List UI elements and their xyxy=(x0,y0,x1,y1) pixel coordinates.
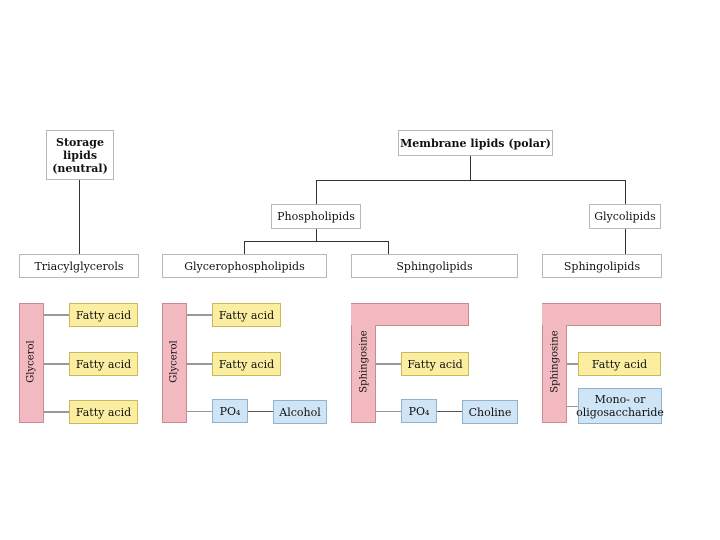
fatty-acid-2a: Fatty acid xyxy=(212,303,281,327)
sphingosine-backbone-4-horiz xyxy=(542,303,661,326)
oligosaccharide-box: Mono- or oligosaccharide xyxy=(576,388,664,424)
glycerol-label-2: Glycerol xyxy=(168,340,180,383)
sphingolipids-glyco-box: Sphingolipids xyxy=(542,254,662,278)
connector-glycerophospho-up xyxy=(244,241,245,254)
storage-label-line3: (neutral) xyxy=(52,161,108,175)
glycerophospholipids-box: Glycerophospholipids xyxy=(162,254,327,278)
fatty-acid-label: Fatty acid xyxy=(75,405,132,419)
glycolipids-box: Glycolipids xyxy=(589,204,661,229)
fatty-acid-1b: Fatty acid xyxy=(69,352,138,376)
membrane-lipids-box: Membrane lipids (polar) xyxy=(398,130,553,156)
connector-phospho-bar xyxy=(244,241,388,242)
storage-label-line2: lipids xyxy=(62,148,98,162)
bond-2d xyxy=(248,411,273,412)
storage-label-line1: Storage xyxy=(56,135,104,149)
bond-2c xyxy=(187,411,212,412)
connector-glyco-down xyxy=(625,229,626,254)
sphingosine-label-4: Sphingosine xyxy=(549,330,561,393)
bond-4a xyxy=(567,363,578,365)
triacylglycerols-label: Triacylglycerols xyxy=(34,259,124,273)
connector-storage xyxy=(79,180,80,254)
bond-1b xyxy=(44,363,69,365)
glycolipids-label: Glycolipids xyxy=(594,210,656,223)
fatty-acid-label: Fatty acid xyxy=(407,357,463,371)
bond-1a xyxy=(44,314,69,316)
connector-membrane-bar xyxy=(316,180,626,181)
fatty-acid-label: Fatty acid xyxy=(75,308,132,322)
bond-3a xyxy=(376,363,401,365)
fatty-acid-1c: Fatty acid xyxy=(69,400,138,424)
sphingosine-backbone-3-horiz xyxy=(351,303,469,326)
glycerol-backbone-2 xyxy=(162,303,187,423)
connector-phospho-up xyxy=(316,180,317,204)
po4-2: PO₄ xyxy=(212,399,248,423)
sphingosine-label-3: Sphingosine xyxy=(358,330,370,393)
choline-box: Choline xyxy=(462,400,518,424)
po4-label: PO₄ xyxy=(408,404,430,418)
connector-phospho-down xyxy=(316,229,317,241)
sphingosine-joint-3 xyxy=(352,304,375,326)
po4-label: PO₄ xyxy=(219,404,241,418)
oligosaccharide-line1: Mono- or xyxy=(594,393,646,406)
bond-2b xyxy=(187,363,212,365)
glycerol-backbone-1 xyxy=(19,303,44,423)
bond-2a xyxy=(187,314,212,316)
phospholipids-label: Phospholipids xyxy=(277,210,355,223)
glycerol-label-1: Glycerol xyxy=(25,340,37,383)
oligosaccharide-line2: oligosaccharide xyxy=(576,406,664,419)
triacylglycerols-box: Triacylglycerols xyxy=(19,254,139,278)
bond-3b xyxy=(376,411,401,412)
sphingolipids-phospho-box: Sphingolipids xyxy=(351,254,518,278)
fatty-acid-3: Fatty acid xyxy=(401,352,469,376)
sphingolipids-glyco-label: Sphingolipids xyxy=(563,259,641,273)
fatty-acid-label: Fatty acid xyxy=(591,357,648,371)
fatty-acid-4: Fatty acid xyxy=(578,352,661,376)
fatty-acid-2b: Fatty acid xyxy=(212,352,281,376)
storage-lipids-box: Storage lipids (neutral) xyxy=(46,130,114,180)
fatty-acid-label: Fatty acid xyxy=(218,308,275,322)
bond-1c xyxy=(44,411,69,413)
connector-membrane-down xyxy=(470,156,471,180)
sphingosine-joint-4 xyxy=(543,304,566,326)
membrane-label: Membrane lipids (polar) xyxy=(400,136,551,150)
connector-glyco-up xyxy=(625,180,626,204)
bond-3c xyxy=(437,411,462,412)
glycerophospholipids-label: Glycerophospholipids xyxy=(184,259,305,273)
connector-sphingo-up xyxy=(388,241,389,254)
fatty-acid-1a: Fatty acid xyxy=(69,303,138,327)
alcohol-label: Alcohol xyxy=(279,405,321,419)
bond-4b xyxy=(567,406,578,407)
phospholipids-box: Phospholipids xyxy=(271,204,361,229)
sphingolipids-phospho-label: Sphingolipids xyxy=(396,259,473,273)
fatty-acid-label: Fatty acid xyxy=(75,357,132,371)
po4-3: PO₄ xyxy=(401,399,437,423)
alcohol-box: Alcohol xyxy=(273,400,327,424)
choline-label: Choline xyxy=(468,405,512,419)
fatty-acid-label: Fatty acid xyxy=(218,357,275,371)
